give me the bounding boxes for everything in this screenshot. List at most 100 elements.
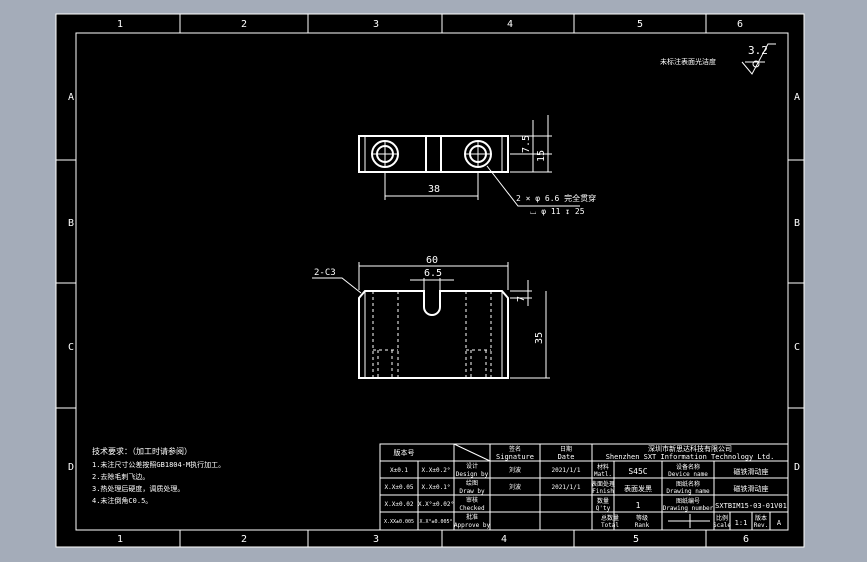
col-label-bottom-2: 2 (241, 534, 247, 545)
tb-scale: 1:1 (735, 519, 748, 527)
row-label-left-c: C (68, 342, 74, 353)
col-label-top-6: 6 (737, 19, 743, 30)
tech-note-1: 1.未注尺寸公差按照GB1804-M执行加工。 (92, 460, 225, 469)
dim-60: 60 (426, 255, 438, 266)
tb-row1-sign: 刘波 (509, 466, 521, 474)
col-label-top-4: 4 (507, 19, 513, 30)
row-label-left-b: B (68, 218, 74, 229)
tb-qty: 1 (636, 501, 641, 510)
hole-callout-line2: ⌴ φ 11 ↧ 25 (530, 207, 585, 216)
tb-date-cn: 日期 (560, 445, 572, 453)
tb-row2-role-en: Draw by (459, 488, 485, 495)
tb-row3-role-en: Checked (459, 505, 485, 512)
tb-row3-tol: X.X°±0.02° (418, 501, 454, 508)
zone-dividers (56, 14, 804, 547)
front-view-dimensions (312, 262, 550, 379)
tb-version-header: 版本号 (394, 448, 415, 457)
tb-material-label-cn: 材料 (597, 463, 609, 471)
projection-symbol-icon (668, 514, 710, 528)
row-label-right-b: B (794, 218, 800, 229)
tech-notes-title: 技术要求：（加工时请参阅） (92, 446, 192, 456)
tb-device-label-cn: 设备名称 (676, 463, 700, 471)
tb-row4-role-cn: 批准 (466, 513, 478, 521)
top-view-centerlines (372, 141, 491, 167)
tb-rank-label-en: Rank (635, 522, 650, 529)
row-label-right-a: A (794, 92, 800, 103)
top-view-dimensions (384, 115, 580, 207)
tb-number: SXTBIM15-03-01V01 (715, 502, 787, 510)
tb-row1-role-en: Design by (456, 471, 489, 478)
tb-row2-sign: 刘波 (509, 483, 521, 491)
tb-row4-role-en: Approve by (454, 522, 491, 529)
col-label-top-1: 1 (117, 19, 123, 30)
col-label-top-3: 3 (373, 19, 379, 30)
col-label-top-2: 2 (241, 19, 247, 30)
tb-company-cn: 深圳市新思达科技有限公司 (648, 444, 732, 453)
tech-note-3: 3.热处理后硬度，调质处理。 (92, 484, 184, 493)
tb-row4-ver: X.XX±0.005 (384, 519, 414, 525)
tb-material-label-en: Matl. (594, 471, 612, 478)
front-view-hidden-lines (372, 291, 492, 378)
tb-device: 磁铁滑动座 (734, 467, 769, 476)
tb-signature-en: Signature (496, 453, 534, 461)
front-view (358, 290, 509, 379)
tb-row2-tol: X.X±0.1° (422, 484, 451, 491)
tb-scale-label-en: Scale (713, 522, 731, 529)
tb-company-en: Shenzhen SXT Information Technology Ltd. (606, 453, 775, 461)
tb-finish-label-cn: 表面处理 (591, 480, 615, 488)
dim-6-5: 6.5 (424, 268, 442, 279)
row-label-right-c: C (794, 342, 800, 353)
tb-device-label-en: Device name (668, 471, 708, 478)
col-label-bottom-1: 1 (117, 534, 123, 545)
tb-number-label-cn: 图纸编号 (676, 497, 700, 505)
col-label-bottom-3: 3 (373, 534, 379, 545)
col-label-bottom-5: 5 (633, 534, 639, 545)
tb-material: S45C (628, 467, 647, 476)
tb-row4-tol: X.X°±0.005° (419, 519, 452, 525)
row-label-left-a: A (68, 92, 74, 103)
dim-chamfer: 2-C3 (314, 268, 336, 278)
surface-finish-note: 未标注表面光洁度 (660, 57, 716, 66)
tb-drawing-label-en: Drawing name (666, 488, 710, 495)
col-label-bottom-6: 6 (743, 534, 749, 545)
dim-7-5: 7.5 (521, 135, 532, 153)
col-label-top-5: 5 (637, 19, 643, 30)
tb-rev-label-en: Rev. (754, 522, 768, 529)
col-label-bottom-4: 4 (501, 534, 507, 545)
tb-number-label-en: Drawing number (663, 505, 714, 512)
tb-rank-label-cn: 等级 (636, 514, 648, 522)
dim-7: 7 (516, 296, 527, 302)
tb-row1-role-cn: 设计 (466, 462, 478, 470)
tb-qty-label-cn: 数量 (597, 497, 609, 505)
tb-row3-role-cn: 审核 (466, 496, 478, 504)
tech-note-4: 4.未注倒角C0.5。 (92, 496, 152, 505)
tb-scale-label-cn: 比例 (716, 514, 728, 522)
tb-row3-ver: X.X±0.02 (385, 501, 414, 508)
tb-finish: 表面发黑 (624, 484, 652, 493)
title-block-grid (379, 443, 789, 531)
tech-note-2: 2.去除毛刺飞边。 (92, 472, 149, 481)
tb-rev-label-cn: 版本 (755, 514, 767, 522)
dim-15: 15 (536, 150, 547, 162)
tb-row1-date: 2021/1/1 (552, 467, 581, 474)
tb-qty-label-en: Q'ty (596, 505, 611, 512)
tb-row2-role-cn: 绘图 (466, 479, 478, 487)
row-label-left-d: D (68, 462, 74, 473)
tb-finish-label-en: Finish (592, 488, 614, 495)
tb-row2-date: 2021/1/1 (552, 484, 581, 491)
row-label-right-d: D (794, 462, 800, 473)
tb-date-en: Date (558, 453, 575, 461)
tb-total-label-en: Total (601, 522, 619, 529)
tb-row2-ver: X.X±0.05 (385, 484, 414, 491)
hole-callout-line1: 2 × φ 6.6 完全贯穿 (516, 193, 596, 203)
tb-drawing: 磁铁滑动座 (734, 484, 769, 493)
tb-signature-cn: 签名 (509, 445, 521, 453)
tb-rev: A (777, 519, 782, 527)
tb-row1-ver: X±0.1 (390, 467, 408, 474)
tb-drawing-label-cn: 图纸名称 (676, 480, 700, 488)
tb-row1-tol: X.X±0.2° (422, 467, 451, 474)
surface-finish-value: 3.2 (748, 44, 768, 57)
dim-38: 38 (428, 184, 440, 195)
dim-35: 35 (534, 332, 545, 344)
